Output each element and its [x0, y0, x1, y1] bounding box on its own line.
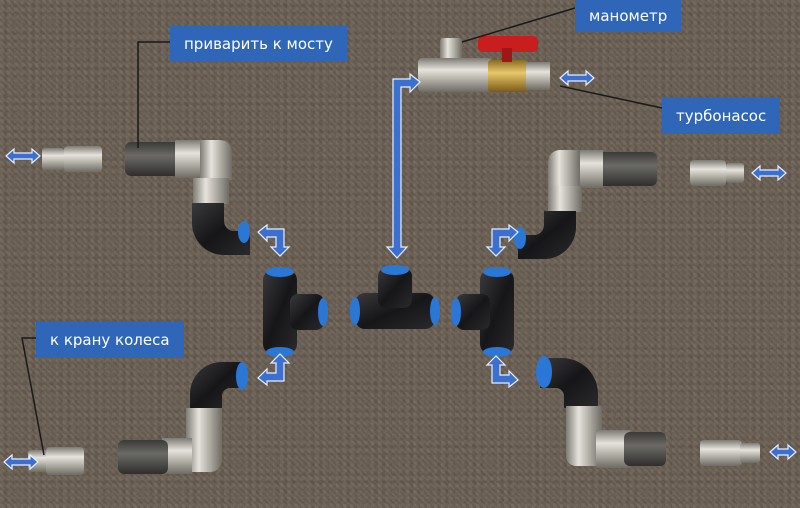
weld-elbow-top-right	[548, 150, 657, 212]
tee-right	[451, 267, 514, 357]
black-elbow-bottom-right	[536, 356, 598, 408]
ball-valve	[478, 36, 550, 92]
leader-line-weld	[137, 41, 170, 148]
leader-line-gauge	[461, 7, 576, 43]
gauge-tee	[418, 38, 492, 92]
tee-left	[263, 267, 328, 357]
weld-elbow-bottom-right	[566, 406, 666, 468]
double-arrow-icon	[559, 69, 595, 87]
tee-center	[350, 265, 440, 329]
double-arrow-icon	[3, 453, 39, 471]
bent-arrow-icon	[257, 353, 291, 387]
arrows	[3, 69, 797, 471]
double-arrow-icon	[5, 147, 41, 165]
nipple-top-left	[42, 146, 102, 172]
weld-elbow-bottom-left	[118, 408, 222, 474]
leader-lines	[21, 7, 663, 456]
label-weld-to-bridge: приварить к мосту	[170, 26, 347, 62]
leader-line-wheel	[21, 337, 45, 456]
bent-arrow-icon	[485, 355, 519, 389]
black-elbow-bottom-left	[190, 362, 248, 410]
double-arrow-icon	[769, 443, 797, 461]
bent-arrow-icon	[485, 223, 519, 257]
label-to-wheel-valve: к крану колеса	[36, 322, 184, 358]
label-pressure-gauge: манометр	[575, 0, 682, 32]
label-turbo-pump: турбонасос	[662, 98, 781, 134]
vertical-arrow-icon	[385, 72, 421, 259]
nipple-top-right	[690, 160, 744, 186]
weld-elbow-top-left	[125, 140, 232, 204]
leader-line-turbo	[559, 85, 663, 109]
black-elbow-top-left	[192, 203, 250, 255]
nipple-bottom-right	[700, 440, 760, 466]
black-elbow-top-right	[514, 211, 576, 259]
double-arrow-icon	[751, 164, 787, 182]
bent-arrow-icon	[257, 223, 291, 257]
